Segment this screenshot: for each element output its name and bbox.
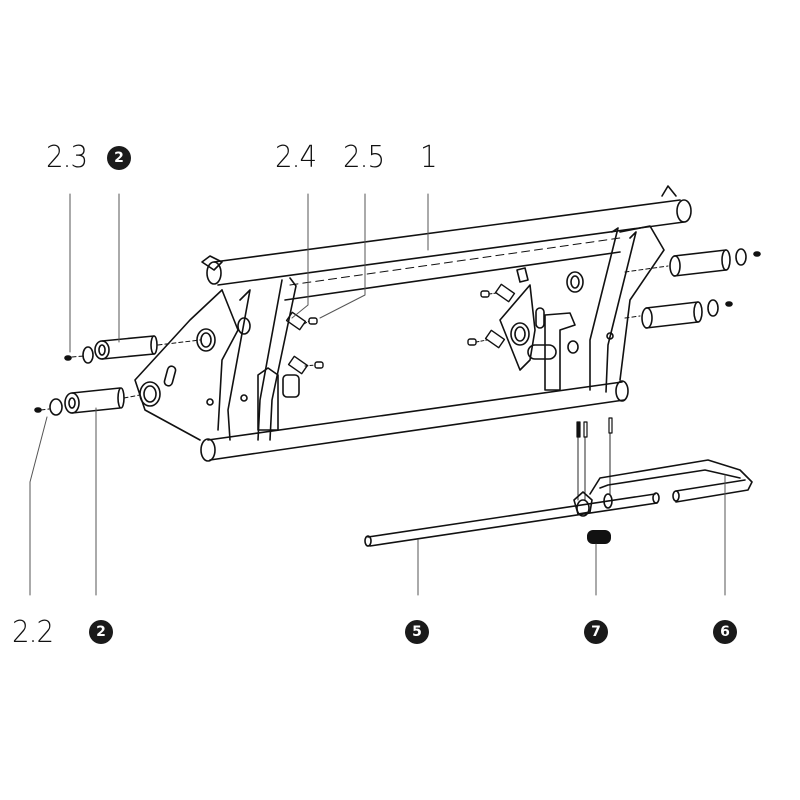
callout-2-5: 2.5 xyxy=(343,140,385,175)
callout-badge-7: 7 xyxy=(584,620,608,644)
callout-2-4: 2.4 xyxy=(275,140,317,175)
spring xyxy=(587,530,611,544)
callout-2-3: 2.3 xyxy=(46,140,88,175)
leader-lines xyxy=(29,193,726,596)
locking-rod xyxy=(364,491,660,547)
callout-badge-2-bottom: 2 xyxy=(89,620,113,644)
main-frame xyxy=(134,185,692,462)
handle-bar xyxy=(589,459,753,503)
callout-badge-5: 5 xyxy=(405,620,429,644)
callout-2-2: 2.2 xyxy=(12,615,54,650)
callout-1: 1 xyxy=(420,140,438,175)
pivot-pins-right xyxy=(624,248,761,329)
locking-plates-and-bolts xyxy=(285,283,516,375)
callout-badge-6: 6 xyxy=(713,620,737,644)
pivot-pins-left xyxy=(34,335,201,416)
callout-badge-2-top: 2 xyxy=(107,146,131,170)
roll-pins xyxy=(576,417,613,501)
